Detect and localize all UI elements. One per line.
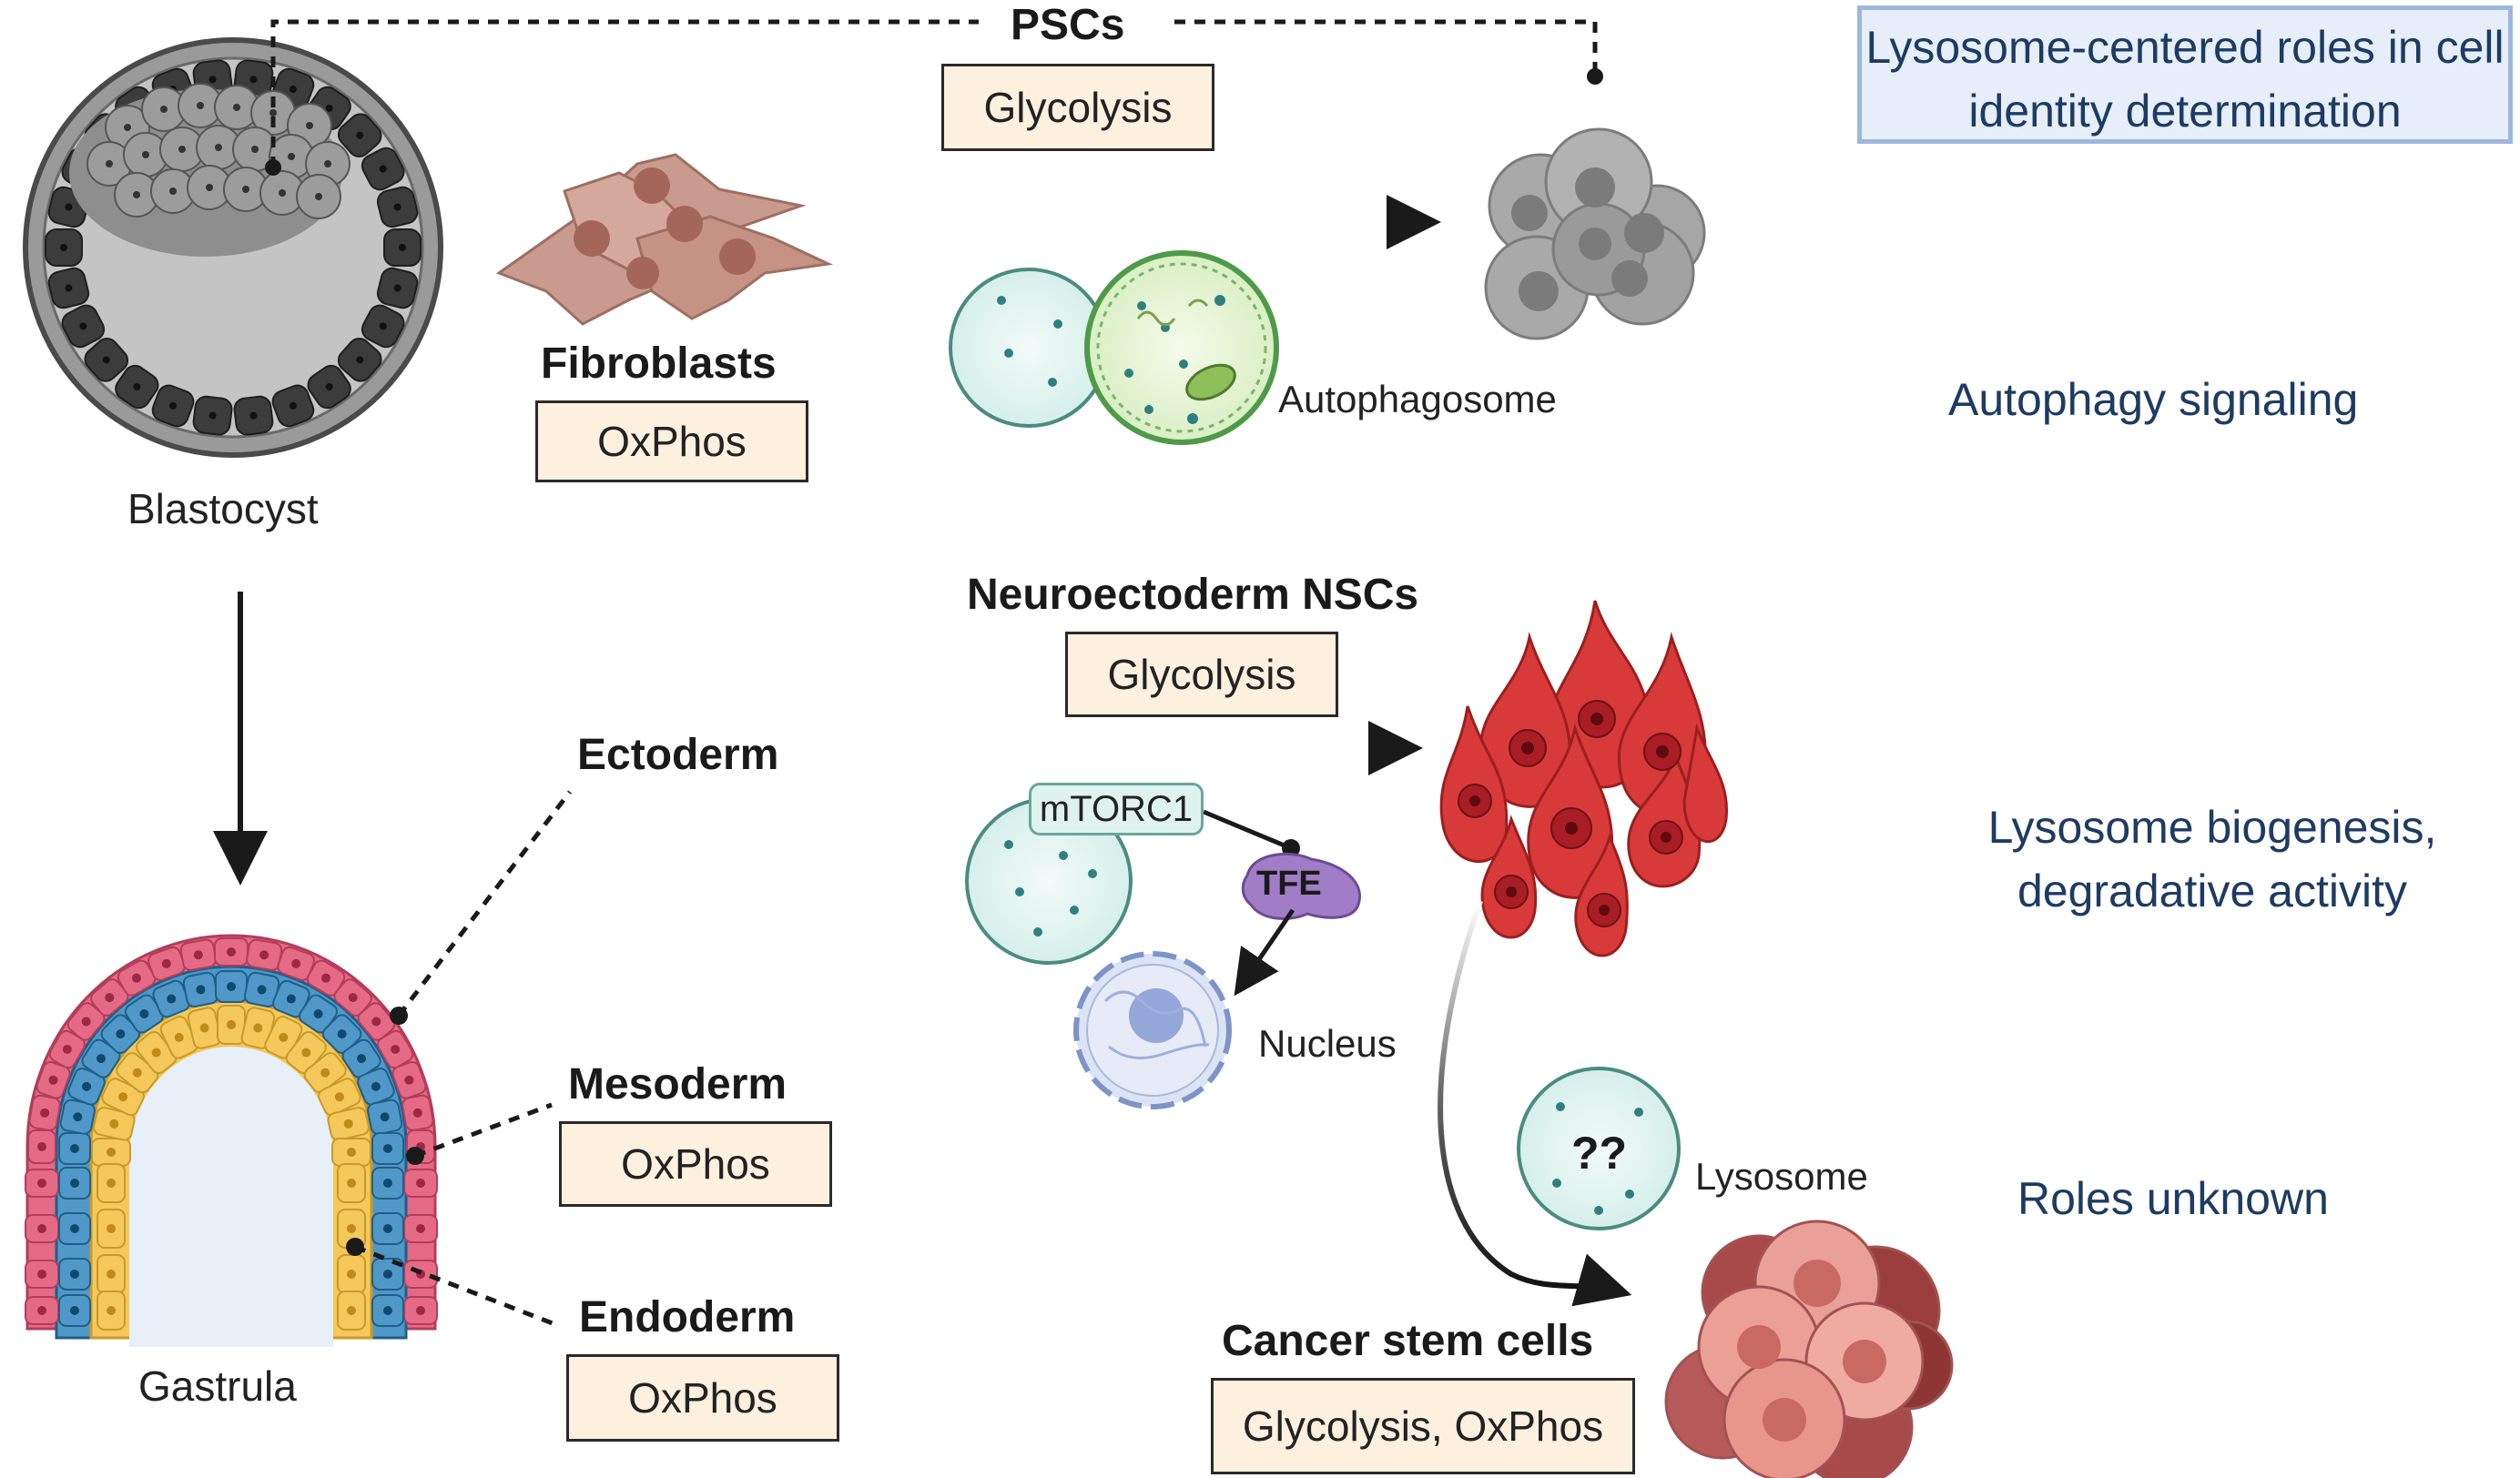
role-autophagy: Autophagy signaling	[1948, 374, 2359, 425]
role-unknown: Roles unknown	[2017, 1173, 2329, 1224]
ectoderm-label: Ectoderm	[577, 731, 779, 779]
psc-dashed-connector	[270, 19, 1598, 167]
transformation-arrow	[1438, 900, 1632, 1307]
role-biogenesis: Lysosome biogenesis, degradative activit…	[1939, 795, 2485, 923]
endoderm-metabolism-box: OxPhos	[566, 1354, 839, 1442]
fibroblasts-label: Fibroblasts	[541, 339, 777, 388]
mtorc1-box: mTORC1	[1029, 783, 1204, 835]
nucleus-label: Nucleus	[1258, 1022, 1397, 1065]
fibroblasts-metabolism-box: OxPhos	[535, 400, 808, 482]
lysosome-biogenesis-illustration	[965, 797, 1361, 1109]
cancer-stem-cells-illustration	[1664, 1220, 1954, 1478]
mesoderm-connector	[414, 1102, 553, 1159]
pscs-metabolism-box: Glycolysis	[941, 64, 1214, 151]
blastocyst-illustration	[23, 37, 443, 458]
pscs-label: PSCs	[1011, 1, 1125, 49]
autophagosome-label: Autophagosome	[1278, 378, 1557, 420]
autophagosome-illustration	[949, 250, 1279, 445]
mtorc1-label: mTORC1	[1039, 788, 1194, 829]
nsc-cluster-illustration	[1439, 600, 1729, 957]
gastrula-illustration	[25, 934, 438, 1347]
cancer-stem-cells-label: Cancer stem cells	[1222, 1317, 1594, 1365]
neuroectoderm-metabolism-box: Glycolysis	[1065, 632, 1338, 717]
ectoderm-connector	[397, 790, 572, 1017]
gastrula-label: Gastrula	[138, 1362, 297, 1410]
unknown-lysosome-illustration	[1517, 1067, 1681, 1230]
role-biogenesis-line2: degradative activity	[2017, 866, 2407, 916]
neuroectoderm-label: Neuroectoderm NSCs	[967, 571, 1419, 619]
tfe-label: TFE	[1256, 865, 1322, 903]
figure-title-box: Lysosome-centered roles in cell identity…	[1857, 5, 2513, 144]
fibroblasts-illustration	[495, 153, 834, 326]
blastocyst-label: Blastocyst	[127, 485, 319, 532]
psc-cluster-illustration	[1484, 127, 1706, 340]
unknown-mark: ??	[1571, 1128, 1628, 1179]
mesoderm-label: Mesoderm	[568, 1060, 788, 1108]
figure-title: Lysosome-centered roles in cell identity…	[1865, 22, 2505, 137]
endoderm-label: Endoderm	[579, 1293, 796, 1341]
role-biogenesis-line1: Lysosome biogenesis,	[1987, 802, 2437, 853]
endoderm-connector	[354, 1244, 558, 1328]
lysosome-label: Lysosome	[1695, 1155, 1868, 1198]
mesoderm-metabolism-box: OxPhos	[559, 1121, 832, 1207]
cancer-metabolism-box: Glycolysis, OxPhos	[1211, 1378, 1635, 1474]
